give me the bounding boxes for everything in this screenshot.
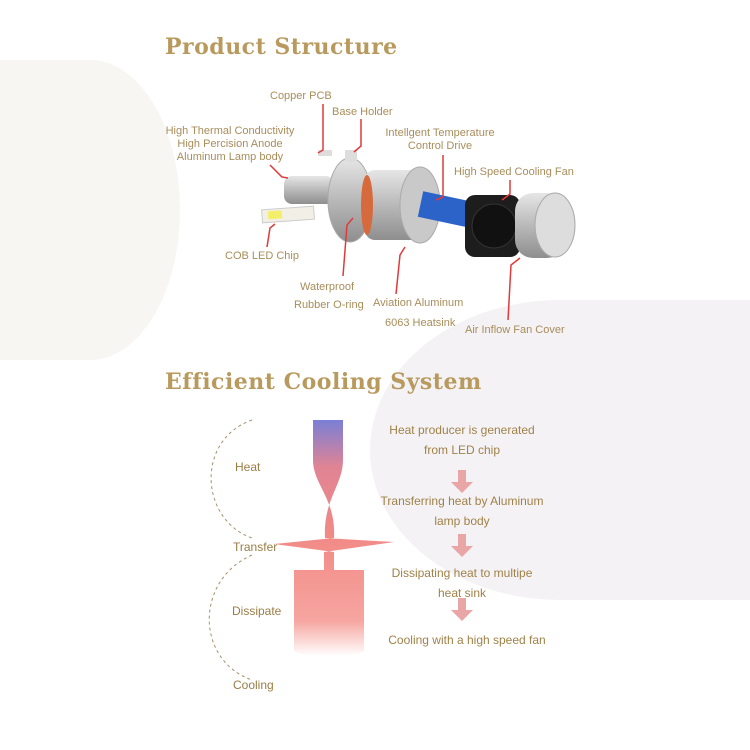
stage-transfer: Transfer bbox=[233, 540, 278, 554]
label-oring-1: Waterproof bbox=[300, 281, 355, 293]
product-structure-title: Product Structure bbox=[165, 34, 398, 60]
step-4: Cooling with a high speed fan bbox=[372, 630, 562, 650]
cooling-system-title: Efficient Cooling System bbox=[165, 369, 482, 395]
step-line: Dissipating heat to multipe bbox=[391, 566, 533, 580]
flow-arrows bbox=[451, 470, 473, 621]
step-2: Transferring heat by Aluminum lamp body bbox=[367, 491, 557, 531]
step-line: Cooling with a high speed fan bbox=[388, 633, 546, 647]
label-copper-pcb: Copper PCB bbox=[270, 90, 332, 102]
stage-cooling: Cooling bbox=[233, 678, 274, 692]
cooling-fan bbox=[465, 195, 520, 257]
step-1: Heat producer is generated from LED chip bbox=[367, 420, 557, 460]
label-fan-cover: Air Inflow Fan Cover bbox=[465, 324, 565, 336]
step-line: from LED chip bbox=[423, 443, 501, 457]
cob-led-chip bbox=[261, 205, 315, 224]
label-line: High Thermal Conductivity bbox=[165, 125, 295, 137]
label-heatsink-1: Aviation Aluminum bbox=[373, 297, 464, 309]
label-line: Intellgent Temperature bbox=[385, 127, 495, 139]
driver-board bbox=[417, 191, 471, 227]
heat-gradient-bulb bbox=[274, 420, 394, 656]
label-heatsink-2: 6063 Heatsink bbox=[385, 317, 456, 329]
stage-heat: Heat bbox=[235, 460, 261, 474]
label-fan: High Speed Cooling Fan bbox=[454, 166, 574, 178]
label-oring-2: Rubber O-ring bbox=[294, 299, 364, 311]
label-lamp-body: High Thermal Conductivity High Percision… bbox=[160, 125, 300, 164]
bg-blob-right bbox=[370, 300, 750, 600]
stage-arcs bbox=[208, 419, 253, 681]
label-line: Aluminum Lamp body bbox=[176, 151, 284, 163]
step-line: Transferring heat by Aluminum bbox=[380, 494, 544, 508]
leader-lines bbox=[266, 104, 521, 321]
step-line: lamp body bbox=[434, 514, 490, 528]
bg-blob-left bbox=[0, 60, 180, 360]
step-line: Heat producer is generated bbox=[389, 423, 535, 437]
stage-dissipate: Dissipate bbox=[232, 604, 282, 618]
step-3: Dissipating heat to multipe heat sink bbox=[367, 563, 557, 603]
label-drive: Intellgent Temperature Control Drive bbox=[378, 127, 502, 153]
label-line: Control Drive bbox=[407, 140, 473, 152]
heatsink bbox=[361, 166, 441, 244]
label-cob: COB LED Chip bbox=[225, 250, 299, 262]
label-base-holder: Base Holder bbox=[332, 106, 393, 118]
lamp-body bbox=[284, 176, 334, 204]
step-line: heat sink bbox=[437, 586, 487, 600]
copper-pcb bbox=[318, 150, 332, 156]
label-line: High Percision Anode bbox=[177, 138, 283, 150]
fan-cover bbox=[515, 192, 576, 258]
